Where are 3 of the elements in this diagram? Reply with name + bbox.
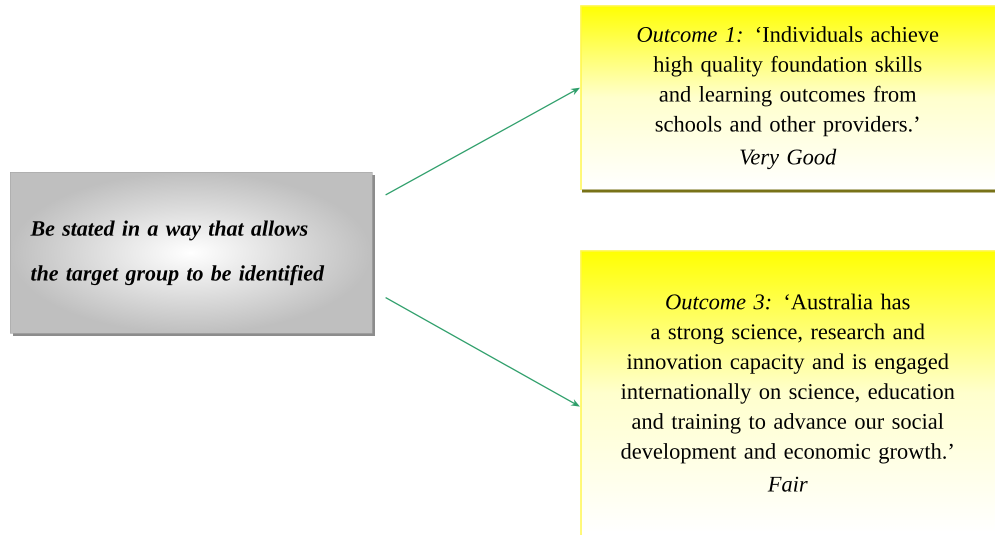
statement-box: Be stated in a way that allows the target group to be identified <box>10 172 375 336</box>
outcome-box: Outcome 1: ‘Individuals achieve high quality foundation skills and learning outcomes from schools and other providers.’ Very Good <box>580 5 995 192</box>
outcome-box: Outcome 3: ‘Australia has a strong science, research and innovation capacity and is engaged internationally on science, education and training to advance our social development and economic growth.’ Fair <box>580 250 995 535</box>
